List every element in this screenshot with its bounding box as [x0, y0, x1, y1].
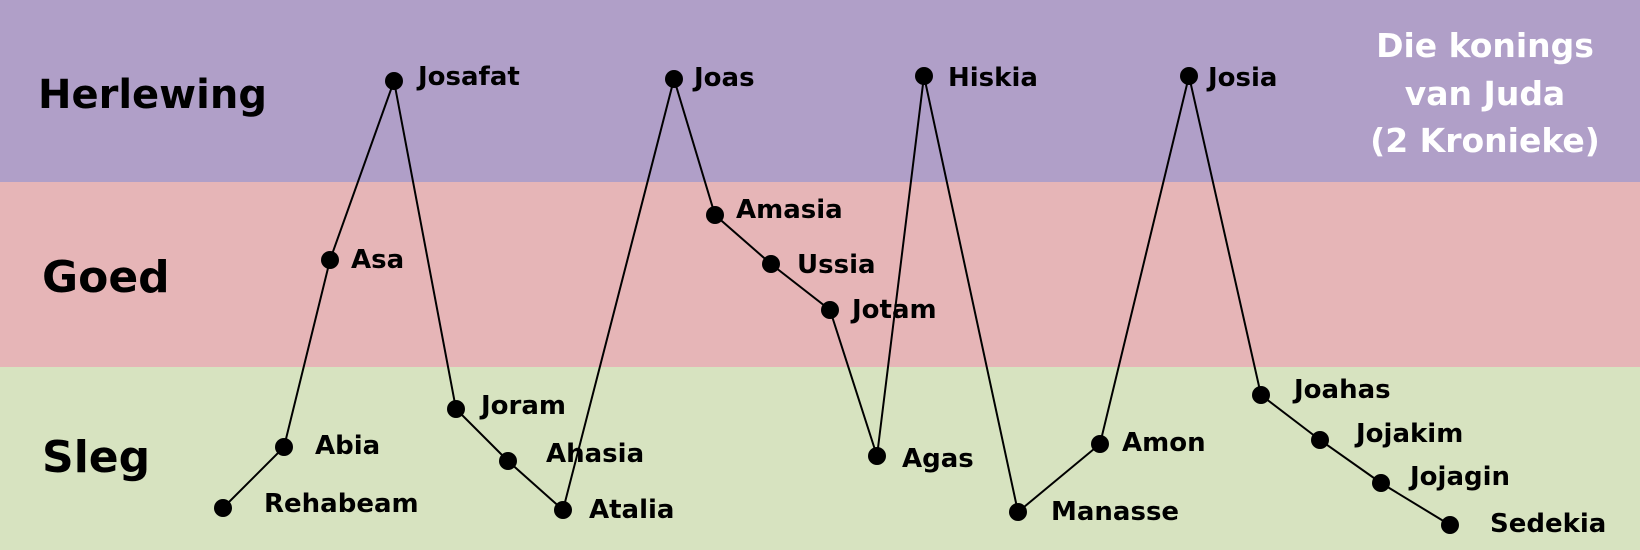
king-node-ahasia: [499, 452, 517, 470]
title-line-2: van Juda: [1405, 74, 1565, 113]
king-node-amasia: [706, 206, 724, 224]
king-node-jojagin: [1372, 474, 1390, 492]
king-label-manasse: Manasse: [1051, 497, 1179, 527]
band-label-sleg: Sleg: [42, 432, 150, 483]
band-goed: [0, 182, 1640, 367]
king-label-asa: Asa: [351, 245, 404, 275]
king-node-sedekia: [1441, 516, 1459, 534]
king-node-abia: [275, 438, 293, 456]
king-node-hiskia: [915, 67, 933, 85]
king-label-joahas: Joahas: [1292, 375, 1391, 405]
king-label-amasia: Amasia: [736, 195, 843, 225]
king-label-ahasia: Ahasia: [546, 439, 644, 469]
king-label-josia: Josia: [1206, 63, 1277, 93]
band-herlewing: [0, 0, 1640, 182]
king-node-amon: [1091, 435, 1109, 453]
king-node-joram: [447, 400, 465, 418]
king-node-ussia: [762, 255, 780, 273]
king-label-jojakim: Jojakim: [1354, 419, 1463, 449]
king-node-asa: [321, 251, 339, 269]
king-label-hiskia: Hiskia: [948, 63, 1038, 93]
king-label-rehabeam: Rehabeam: [264, 489, 419, 519]
diagram-title: Die konings van Juda (2 Kronieke): [1370, 26, 1600, 160]
king-node-jojakim: [1311, 431, 1329, 449]
king-node-jotam: [821, 301, 839, 319]
king-node-rehabeam: [214, 499, 232, 517]
king-node-joahas: [1252, 386, 1270, 404]
king-node-manasse: [1009, 503, 1027, 521]
king-label-ussia: Ussia: [797, 250, 876, 280]
band-label-goed: Goed: [42, 252, 170, 303]
band-sleg: [0, 367, 1640, 550]
title-line-1: Die konings: [1376, 26, 1594, 65]
band-label-herlewing: Herlewing: [38, 72, 267, 118]
king-label-joas: Joas: [692, 63, 755, 93]
king-label-atalia: Atalia: [589, 495, 674, 525]
king-label-amon: Amon: [1122, 428, 1206, 458]
king-label-josafat: Josafat: [416, 62, 520, 92]
kings-connector-line: [222, 75, 1451, 526]
king-label-jojagin: Jojagin: [1408, 462, 1510, 492]
king-label-joram: Joram: [479, 391, 566, 421]
king-node-josia: [1180, 67, 1198, 85]
king-label-abia: Abia: [315, 431, 380, 461]
king-node-josafat: [385, 72, 403, 90]
king-node-joas: [665, 70, 683, 88]
title-line-3: (2 Kronieke): [1370, 121, 1600, 160]
king-node-agas: [868, 447, 886, 465]
king-node-atalia: [554, 501, 572, 519]
king-label-jotam: Jotam: [850, 295, 937, 325]
king-label-sedekia: Sedekia: [1490, 509, 1606, 539]
king-label-agas: Agas: [902, 444, 974, 474]
